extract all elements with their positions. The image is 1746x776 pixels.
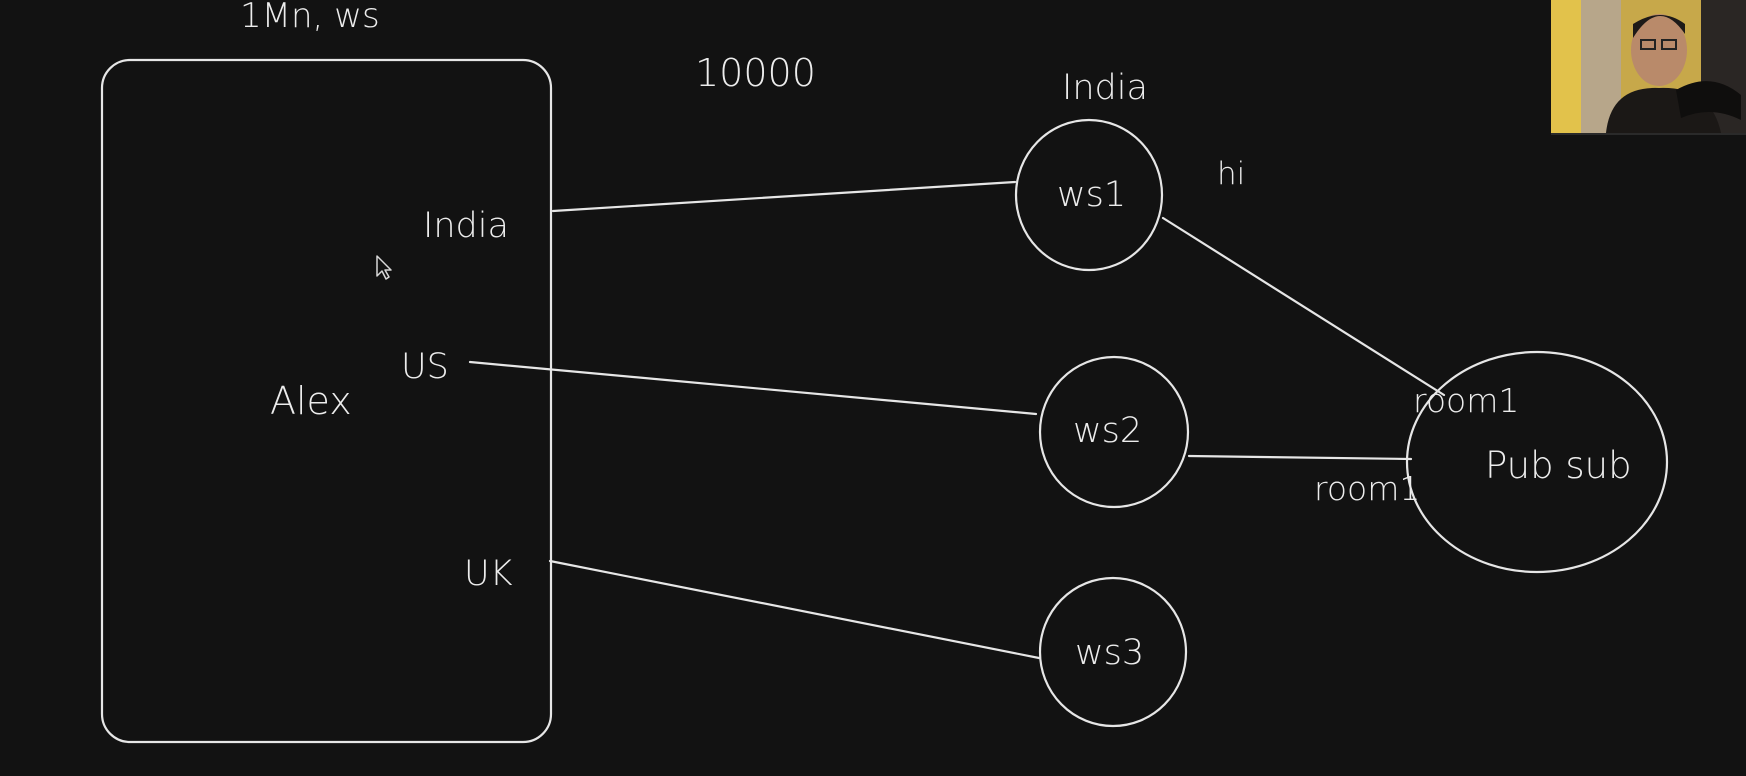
edge-india-ws1 [551, 180, 1017, 213]
edge-us-ws2 [468, 360, 1038, 416]
ws1-node [1014, 118, 1164, 272]
room-label-ws1: room1 [1413, 381, 1519, 420]
ws3-node [1038, 576, 1188, 728]
edge-ws1-pubsub [1161, 216, 1446, 397]
region-label-us: US [401, 347, 449, 387]
client-box [100, 58, 553, 744]
region-label-india: India [423, 206, 509, 246]
user-label: Alex [270, 379, 352, 423]
pubsub-label: Pub sub [1485, 444, 1632, 487]
count-note: 10000 [695, 51, 816, 95]
webcam-presenter-icon [1551, 0, 1746, 133]
edge-ws2-pubsub [1187, 454, 1413, 461]
ws3-label: ws3 [1075, 633, 1144, 673]
pubsub-node [1405, 350, 1669, 574]
message-note: hi [1217, 156, 1245, 192]
mouse-cursor-icon [376, 255, 392, 280]
header-note: 1Mn, ws [240, 0, 380, 36]
edge-uk-ws3 [548, 559, 1041, 660]
room-label-ws2: room1 [1314, 469, 1420, 508]
ws1-region-label: India [1062, 68, 1148, 108]
ws2-label: ws2 [1073, 411, 1142, 451]
region-label-uk: UK [464, 554, 513, 594]
webcam-overlay [1551, 0, 1746, 135]
ws2-node [1038, 355, 1190, 509]
ws1-label: ws1 [1057, 175, 1126, 215]
